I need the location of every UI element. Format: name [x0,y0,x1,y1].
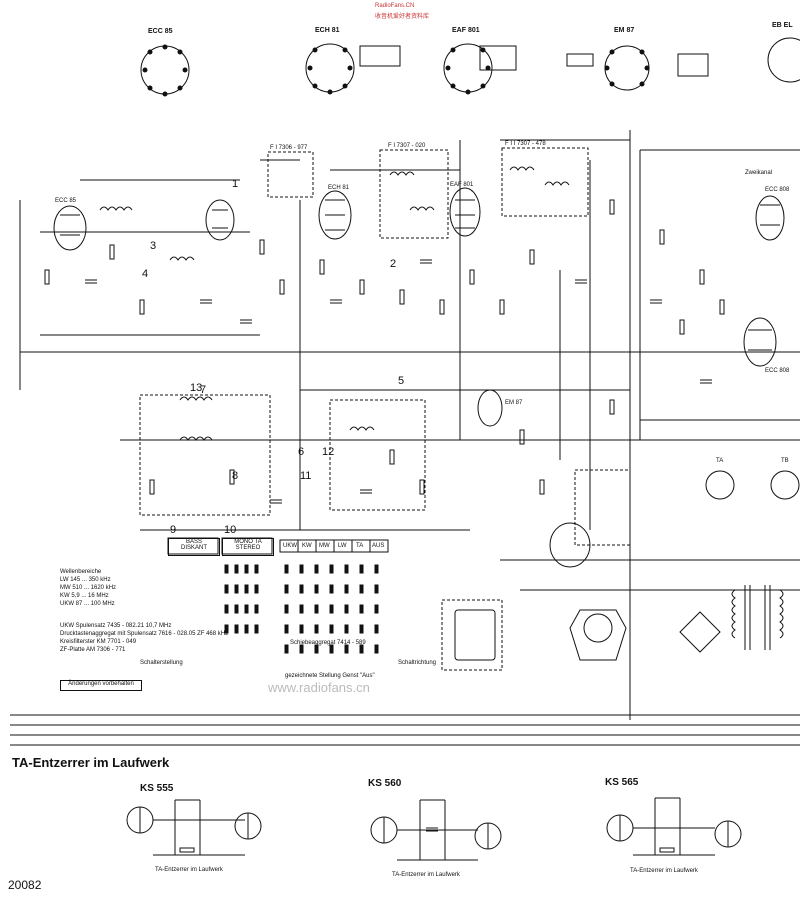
tube-ecc808b-label: ECC 808 [765,368,790,374]
tube-ecc85-label: ECC 85 [55,198,77,204]
ks565-label: KS 565 [605,777,639,788]
pinout-ecc85-title: ECC 85 [148,28,173,35]
diskant-label: DISKANT [180,545,207,551]
section-marker: 11 [300,470,312,482]
coil-row: Drucktastenaggregat mit Spulensatz 7616 … [60,631,229,637]
section-marker: 2 [390,258,397,270]
section-marker: 5 [398,375,405,387]
schalter-note: Schalterstellung [140,660,183,666]
section-marker: 8 [232,470,239,482]
switch-kw: KW [302,543,312,549]
mono-ta-label: MONO TA [234,539,262,545]
switch-ukw: UKW [283,543,297,549]
bass-label: BASS [185,539,202,545]
schaltrichtung-note: Schaltrichtung [398,660,437,666]
switch-lw: LW [338,543,347,549]
tube-em87-label: EM 87 [505,400,523,406]
zweikanal-label: Zweikanal [745,170,773,176]
ks560-label: KS 560 [368,778,402,789]
coil-row: UKW Spulensatz 7435 - 082.21 10,7 MHz [60,623,172,629]
schiebeaggregat-note: Schiebeaggregat 7414 - 589 [290,640,366,646]
bottom-title: TA-Entzerrer im Laufwerk [12,755,170,770]
socket-tb-label: TB [781,458,789,464]
tube-ech81-label: ECH 81 [328,185,350,191]
switch-ta: TA [356,543,364,549]
section-marker: 3 [150,240,157,252]
watermark-footer: www.radiofans.cn [268,680,370,695]
section-marker: 9 [170,524,177,536]
section-marker: 12 [322,446,335,458]
bass-diskant-box: BASS DISKANT [168,538,220,556]
coil-row: Kreisfilterster KM 7701 - 049 [60,639,137,645]
wave-ranges-title: Wellenbereiche [60,569,102,575]
page-number: 20082 [8,878,42,892]
section-marker: 10 [224,524,237,536]
wave-range-row: KW 5,9 ... 16 MHz [60,593,109,599]
tube-ecc808a-label: ECC 808 [765,187,790,193]
wave-ranges: Wellenbereiche LW 145 ... 350 kHz MW 510… [60,568,116,608]
wave-range-row: UKW 87 ... 100 MHz [60,601,115,607]
ks565-caption: TA-Entzerrer im Laufwerk [630,868,698,874]
filter-f3-label: F I I 7307 - 478 [505,141,546,147]
section-marker: 6 [298,446,305,458]
pinout-em87-title: EM 87 [614,27,635,34]
section-marker: 7 [200,384,207,396]
socket-ta-label: TA [716,458,724,464]
coil-table: UKW Spulensatz 7435 - 082.21 10,7 MHz Dr… [60,622,228,654]
section-marker: 4 [142,268,149,280]
coil-row: ZF-Platte AM 7306 - 771 [60,647,126,653]
aenderungen-note: Änderungen vorbehalten [60,680,142,691]
watermark-line2: 收音机爱好者资料库 [375,14,430,20]
wave-range-row: MW 510 ... 1620 kHz [60,585,117,591]
tube-eaf801-label: EAF 801 [450,182,474,188]
pinout-eaf801-title: EAF 801 [452,27,480,34]
stereo-label: STEREO [235,545,261,551]
wave-range-row: LW 145 ... 350 kHz [60,577,111,583]
filter-f2-label: F I 7307 - 020 [388,143,426,149]
pinout-ech81-title: ECH 81 [315,27,340,34]
section-marker: 13 [190,382,203,394]
ks560-caption: TA-Entzerrer im Laufwerk [392,872,460,878]
switch-aus: AUS [372,543,385,549]
gezeichnete-note: gezeichnete Stellung Genst "Aus" [285,673,375,679]
pinout-eb-title: EB EL [772,22,793,29]
section-marker: 1 [232,178,239,190]
filter-f1-label: F I 7306 - 977 [270,145,308,151]
mono-stereo-box: MONO TA STEREO [222,538,274,556]
watermark-line1: RadioFans.CN [375,3,415,9]
switch-mw: MW [319,543,330,549]
ks555-label: KS 555 [140,783,174,794]
ks555-caption: TA-Entzerrer im Laufwerk [155,867,223,873]
